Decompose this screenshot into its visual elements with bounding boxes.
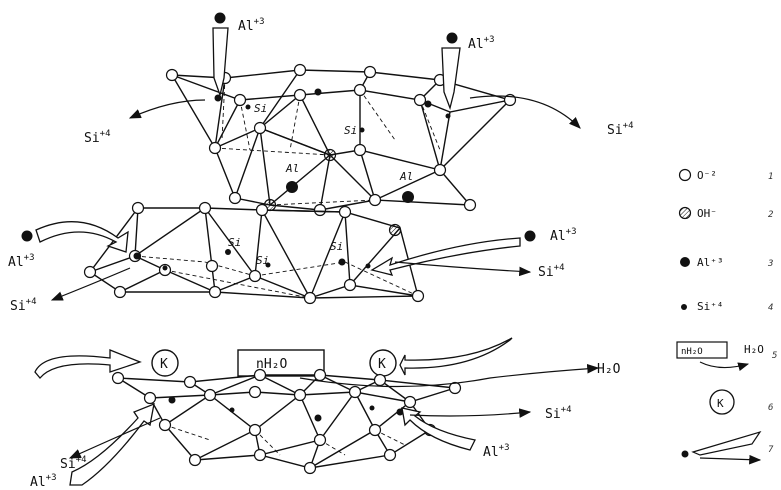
k-entry-arrow-left: [35, 350, 140, 378]
legend-si-label: Si⁺⁴: [697, 300, 724, 313]
h2o-release-label: H₂O: [597, 362, 621, 377]
exchange-ion-dot: [682, 451, 689, 458]
legend-hydroxyl-label: OH⁻: [697, 207, 717, 220]
legend: O⁻² 1 OH⁻ 2 Al⁺³ 3 Si⁺⁴ 4 nH₂O H₂O 5 K 6…: [677, 169, 777, 460]
al-label-middle-left: Al: [8, 255, 24, 270]
si-label-top-left: Si: [84, 131, 100, 146]
release-arrows: [52, 96, 598, 458]
svg-text:Al+3: Al+3: [30, 473, 57, 490]
svg-text:5: 5: [772, 351, 777, 361]
potassium-label-right: K: [378, 357, 386, 372]
legend-k-label: K: [717, 397, 724, 410]
al-entry-arrow-bottom-right: [402, 408, 475, 450]
svg-text:Si+4: Si+4: [545, 405, 572, 422]
k-entry-arrow-right: [400, 338, 512, 375]
si-release-arrow-middle-right: [395, 262, 530, 272]
svg-text:Si+4: Si+4: [607, 121, 634, 138]
tetra-si-label-2: Si: [344, 124, 357, 137]
al-label-middle-right: Al: [550, 229, 566, 244]
si-label-bottom-right: Si: [545, 407, 561, 422]
open-circle-icon: [680, 170, 691, 181]
si-label-middle-left: Si: [10, 299, 26, 314]
middle-si-label-2: Si: [256, 254, 269, 267]
si-label-bottom-left: Si: [60, 457, 76, 472]
si-label-top-right: Si: [607, 123, 623, 138]
svg-text:Si+4: Si+4: [10, 297, 37, 314]
si-release-arrow-top-left: [130, 100, 205, 118]
legend-water-arrow: [700, 362, 748, 368]
al-entry-arrow-top-right: [442, 48, 460, 108]
svg-text:2: 2: [768, 210, 773, 220]
upper-cations: [215, 89, 451, 204]
al-label-top-right: Al: [468, 37, 484, 52]
free-al-ions: [22, 13, 536, 242]
middle-si-label-3: Si: [330, 240, 343, 253]
exchange-arrow-icon: [693, 432, 760, 455]
legend-water-box-text: nH₂O: [681, 347, 703, 357]
legend-water-label: H₂O: [744, 343, 764, 356]
octa-al-label-2: Al: [399, 170, 413, 183]
svg-text:Al+3: Al+3: [8, 253, 35, 270]
svg-text:3: 3: [767, 259, 773, 269]
svg-text:4: 4: [768, 303, 773, 313]
exchange-arrow-out-icon: [700, 458, 760, 460]
svg-text:Al+3: Al+3: [238, 17, 265, 34]
svg-text:1: 1: [768, 172, 773, 182]
upper-tetrahedral-sheet: [172, 70, 510, 210]
legend-oxygen-label: O⁻²: [697, 169, 717, 182]
si-label-middle-right: Si: [538, 265, 554, 280]
al-label-bottom-right: Al: [483, 445, 499, 460]
al-label-top-left: Al: [238, 19, 254, 34]
svg-text:Al+3: Al+3: [550, 227, 577, 244]
svg-text:Si+4: Si+4: [84, 129, 111, 146]
potassium-label-left: K: [160, 357, 168, 372]
tetra-si-label-1: Si: [254, 102, 267, 115]
al-entry-arrow-middle-left: [36, 222, 128, 252]
si-release-arrow-bottom-right: [410, 412, 530, 416]
svg-text:Al+3: Al+3: [468, 35, 495, 52]
octa-al-label-1: Al: [285, 162, 299, 175]
svg-text:7: 7: [768, 445, 774, 455]
al-label-bottom-left: Al: [30, 475, 46, 490]
svg-text:6: 6: [768, 403, 773, 413]
interlayer: K nH₂O K: [152, 350, 396, 376]
svg-text:Si+4: Si+4: [538, 263, 565, 280]
legend-al-label: Al⁺³: [697, 256, 724, 269]
al-entry-arrow-top-left: [213, 28, 228, 95]
small-dot-icon: [681, 304, 687, 310]
hatched-circle-icon: [680, 208, 691, 219]
svg-text:Al+3: Al+3: [483, 443, 510, 460]
large-dot-icon: [680, 257, 690, 267]
al-entry-arrow-bottom-left: [70, 404, 154, 485]
middle-si-label-1: Si: [228, 236, 241, 249]
